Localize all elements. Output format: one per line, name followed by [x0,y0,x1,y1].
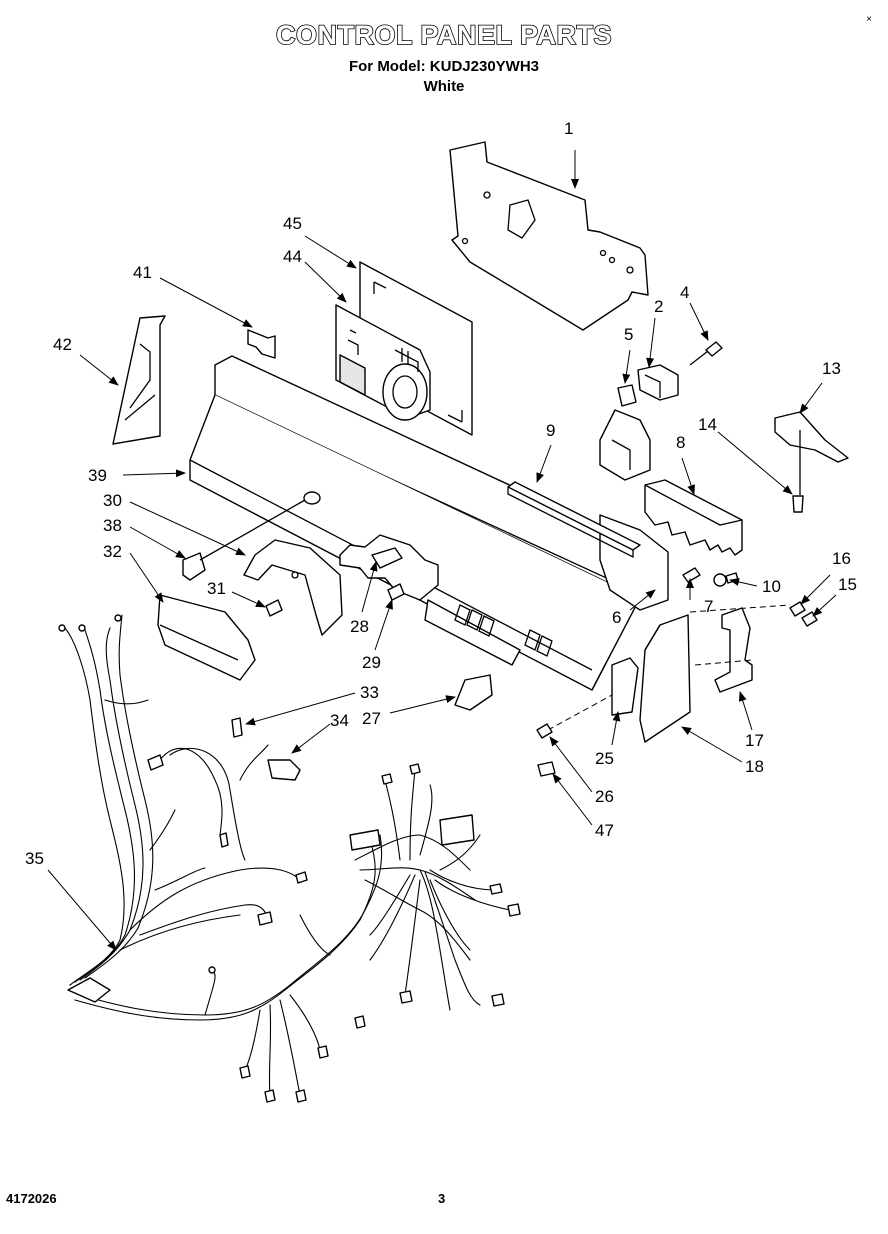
part-2-switch [637,364,679,401]
callout-28: 28 [350,617,369,636]
part-14-screw [792,495,804,513]
callout-29: 29 [362,653,381,672]
callout-41: 41 [133,263,152,282]
part-32-housing [157,594,256,681]
part-31-screw [265,599,283,617]
callout-2: 2 [654,297,663,316]
callout-labels: 1 45 44 41 42 2 4 5 13 14 9 8 39 30 38 3… [25,119,857,868]
page-title: CONTROL PANEL PARTS [275,19,613,51]
part-25-bracket [611,657,639,716]
part-41-clip [247,329,276,359]
callout-47: 47 [595,821,614,840]
part-18-end-cap [639,614,691,743]
callout-7: 7 [704,597,713,616]
leader-lines [47,150,837,951]
part-30-bracket [243,539,343,636]
callout-25: 25 [595,749,614,768]
callout-15: 15 [838,575,857,594]
part-16-screw [789,601,806,617]
part-33-screw [231,717,243,738]
part-44-timer [335,304,431,421]
part-42-end-cap [112,315,166,445]
part-17-bracket [714,607,753,693]
callout-33: 33 [360,683,379,702]
part-26-screw [536,723,553,739]
callout-45: 45 [283,214,302,233]
callout-4: 4 [680,283,689,302]
callout-9: 9 [546,421,555,440]
callout-1: 1 [564,119,573,138]
color-line: White [423,78,465,95]
part-4-screw [689,341,723,366]
callout-8: 8 [676,433,685,452]
callout-34: 34 [330,711,349,730]
part-7-screw [682,567,701,583]
part-34-clip [267,759,301,781]
page-number: 3 [438,1191,446,1206]
part-38-knob [182,552,206,581]
callout-30: 30 [103,491,122,510]
callout-38: 38 [103,516,122,535]
callout-31: 31 [207,579,226,598]
part-35-wire-harness [58,614,521,1103]
callout-6: 6 [612,608,621,627]
callout-17: 17 [745,731,764,750]
part-47-clip [537,761,556,777]
callout-18: 18 [745,757,764,776]
document-number: 4172026 [6,1191,57,1206]
part-10-nut [713,572,739,587]
callout-27: 27 [362,709,381,728]
part-8-bracket [644,479,743,556]
callout-39: 39 [88,466,107,485]
callout-16: 16 [832,549,851,568]
callout-13: 13 [822,359,841,378]
part-27-knob [454,674,493,711]
part-39-console [189,355,669,691]
corner-mark: × [866,14,872,25]
callout-26: 26 [595,787,614,806]
part-9-strip [507,481,641,559]
callout-10: 10 [762,577,781,596]
callout-35: 35 [25,849,44,868]
part-5-switch [599,384,651,481]
callout-42: 42 [53,335,72,354]
part-13-clip [774,411,849,495]
callout-5: 5 [624,325,633,344]
callout-44: 44 [283,247,302,266]
callout-32: 32 [103,542,122,561]
callout-14: 14 [698,415,717,434]
model-line: For Model: KUDJ230YWH3 [348,58,540,75]
part-29-screw [387,583,405,601]
part-1-mounting-plate [449,141,649,331]
